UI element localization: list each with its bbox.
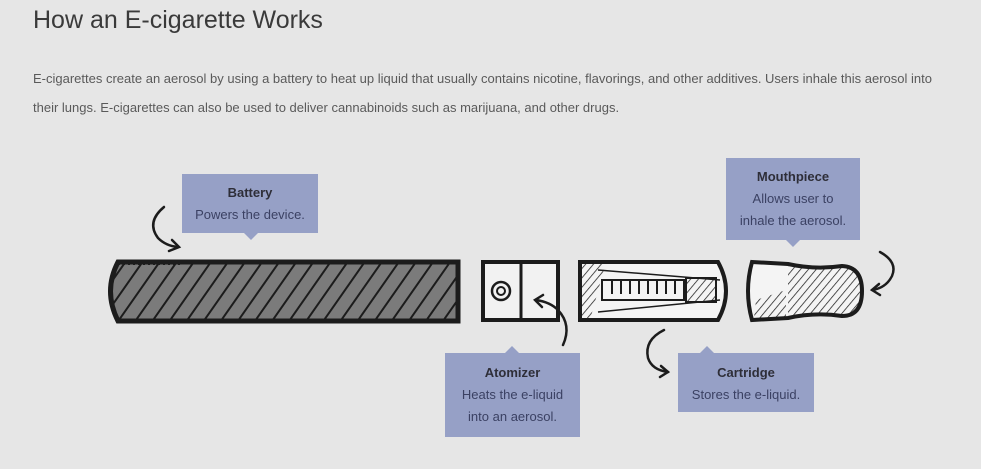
atomizer-part (481, 260, 560, 322)
mouthpiece-callout-title: Mouthpiece (756, 169, 830, 184)
atomizer-callout: Atomizer Heats the e-liquid into an aero… (445, 346, 580, 437)
intro-paragraph: E-cigarettes create an aerosol by using … (33, 71, 932, 115)
atomizer-callout-title: Atomizer (484, 365, 541, 380)
mouthpiece-arrow (870, 250, 895, 292)
cartridge-callout-title: Cartridge (717, 365, 775, 380)
battery-arrow (151, 205, 180, 249)
mouthpiece-part (746, 259, 865, 323)
cartridge-part (578, 260, 728, 322)
cartridge-callout-desc: Stores the e-liquid. (691, 387, 801, 402)
battery-callout: Battery Powers the device. (182, 174, 318, 240)
atomizer-callout-desc: Heats the e-liquid into an aerosol. (461, 387, 564, 424)
cartridge-arrow (646, 328, 670, 374)
mouthpiece-callout-desc: Allows user to inhale the aerosol. (739, 191, 847, 228)
mouthpiece-callout: Mouthpiece Allows user to inhale the aer… (726, 158, 860, 247)
battery-part (108, 259, 461, 324)
battery-callout-desc: Powers the device. (195, 207, 305, 222)
battery-callout-title: Battery (227, 185, 273, 200)
atomizer-arrow (534, 298, 568, 347)
cartridge-callout: Cartridge Stores the e-liquid. (678, 346, 814, 412)
page-title: How an E-cigarette Works (33, 6, 323, 34)
pointer-arrows (151, 205, 895, 379)
